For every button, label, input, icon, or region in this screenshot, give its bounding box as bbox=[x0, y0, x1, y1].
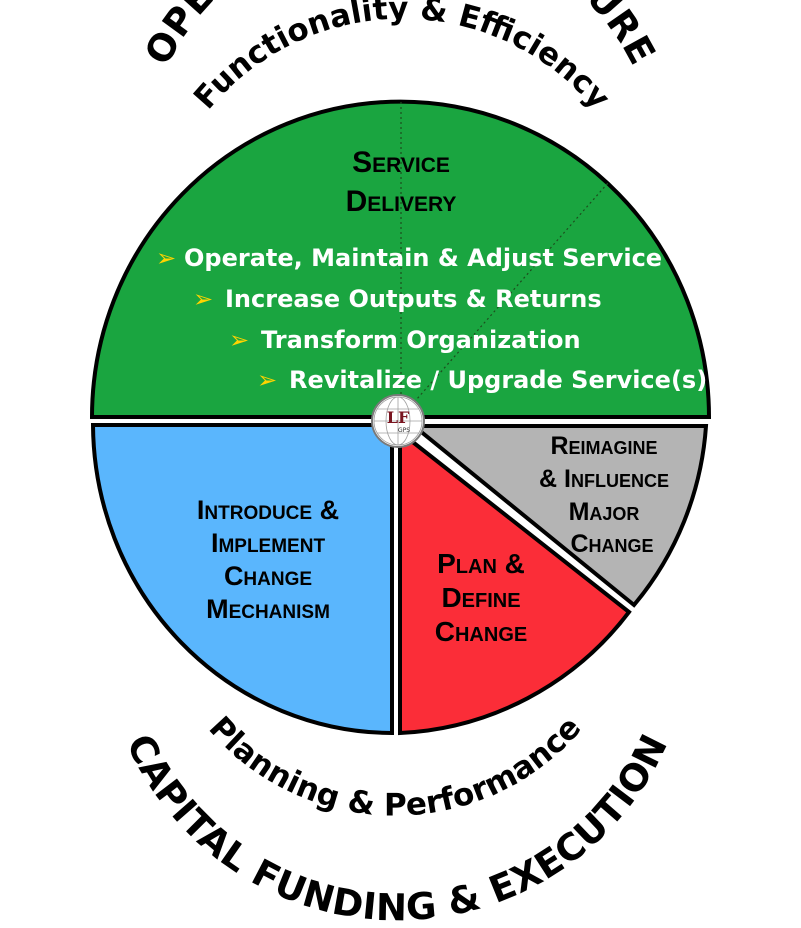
bullet-item: Increase Outputs & Returns bbox=[225, 285, 602, 313]
center-logo: LF GPS bbox=[371, 394, 425, 448]
guide-line-diagonal bbox=[400, 182, 609, 418]
reimagine-text: Reimagine & Influence Major Change bbox=[539, 432, 669, 558]
introduce-line: Introduce & bbox=[197, 495, 339, 525]
logo-letters: LF bbox=[387, 408, 410, 427]
bullet-item: Operate, Maintain & Adjust Service bbox=[184, 244, 662, 272]
reimagine-line: Reimagine bbox=[550, 432, 657, 460]
plan-define-line: Plan & bbox=[437, 548, 525, 579]
logo-caption: GPS bbox=[398, 427, 410, 434]
reimagine-line: & Influence bbox=[539, 465, 669, 493]
bullet-arrow-icon: ➢ bbox=[229, 326, 249, 354]
service-delivery-title-line1: Service bbox=[352, 146, 450, 179]
bullet-arrow-icon: ➢ bbox=[193, 285, 213, 313]
service-delivery-bullets: ➢ Operate, Maintain & Adjust Service ➢ I… bbox=[156, 244, 707, 394]
introduce-text: Introduce & Implement Change Mechanism bbox=[197, 495, 339, 624]
bullet-arrow-icon: ➢ bbox=[257, 366, 277, 394]
plan-define-line: Change bbox=[435, 616, 527, 647]
planning-performance-label: Planning & Performance bbox=[202, 710, 589, 824]
reimagine-segment bbox=[408, 424, 709, 608]
reimagine-line: Major bbox=[569, 498, 640, 526]
plan-define-line: Define bbox=[441, 582, 520, 613]
plan-define-segment bbox=[398, 427, 632, 736]
introduce-line: Change bbox=[224, 561, 312, 591]
service-delivery-title-line2: Delivery bbox=[346, 185, 457, 218]
introduce-line: Mechanism bbox=[206, 594, 330, 624]
introduce-implement-segment bbox=[90, 423, 394, 736]
functionality-efficiency-label: Functionality & Efficiency bbox=[187, 0, 617, 116]
introduce-line: Implement bbox=[211, 528, 326, 558]
bullet-item: Transform Organization bbox=[261, 326, 581, 354]
capital-funding-execution-label: CAPITAL FUNDING & EXECUTION bbox=[118, 727, 676, 928]
bullet-arrow-icon: ➢ bbox=[156, 244, 176, 272]
reimagine-line: Change bbox=[570, 530, 653, 558]
plan-define-text: Plan & Define Change bbox=[435, 548, 527, 647]
service-delivery-segment bbox=[89, 99, 712, 419]
bullet-item: Revitalize / Upgrade Service(s) bbox=[289, 366, 707, 394]
